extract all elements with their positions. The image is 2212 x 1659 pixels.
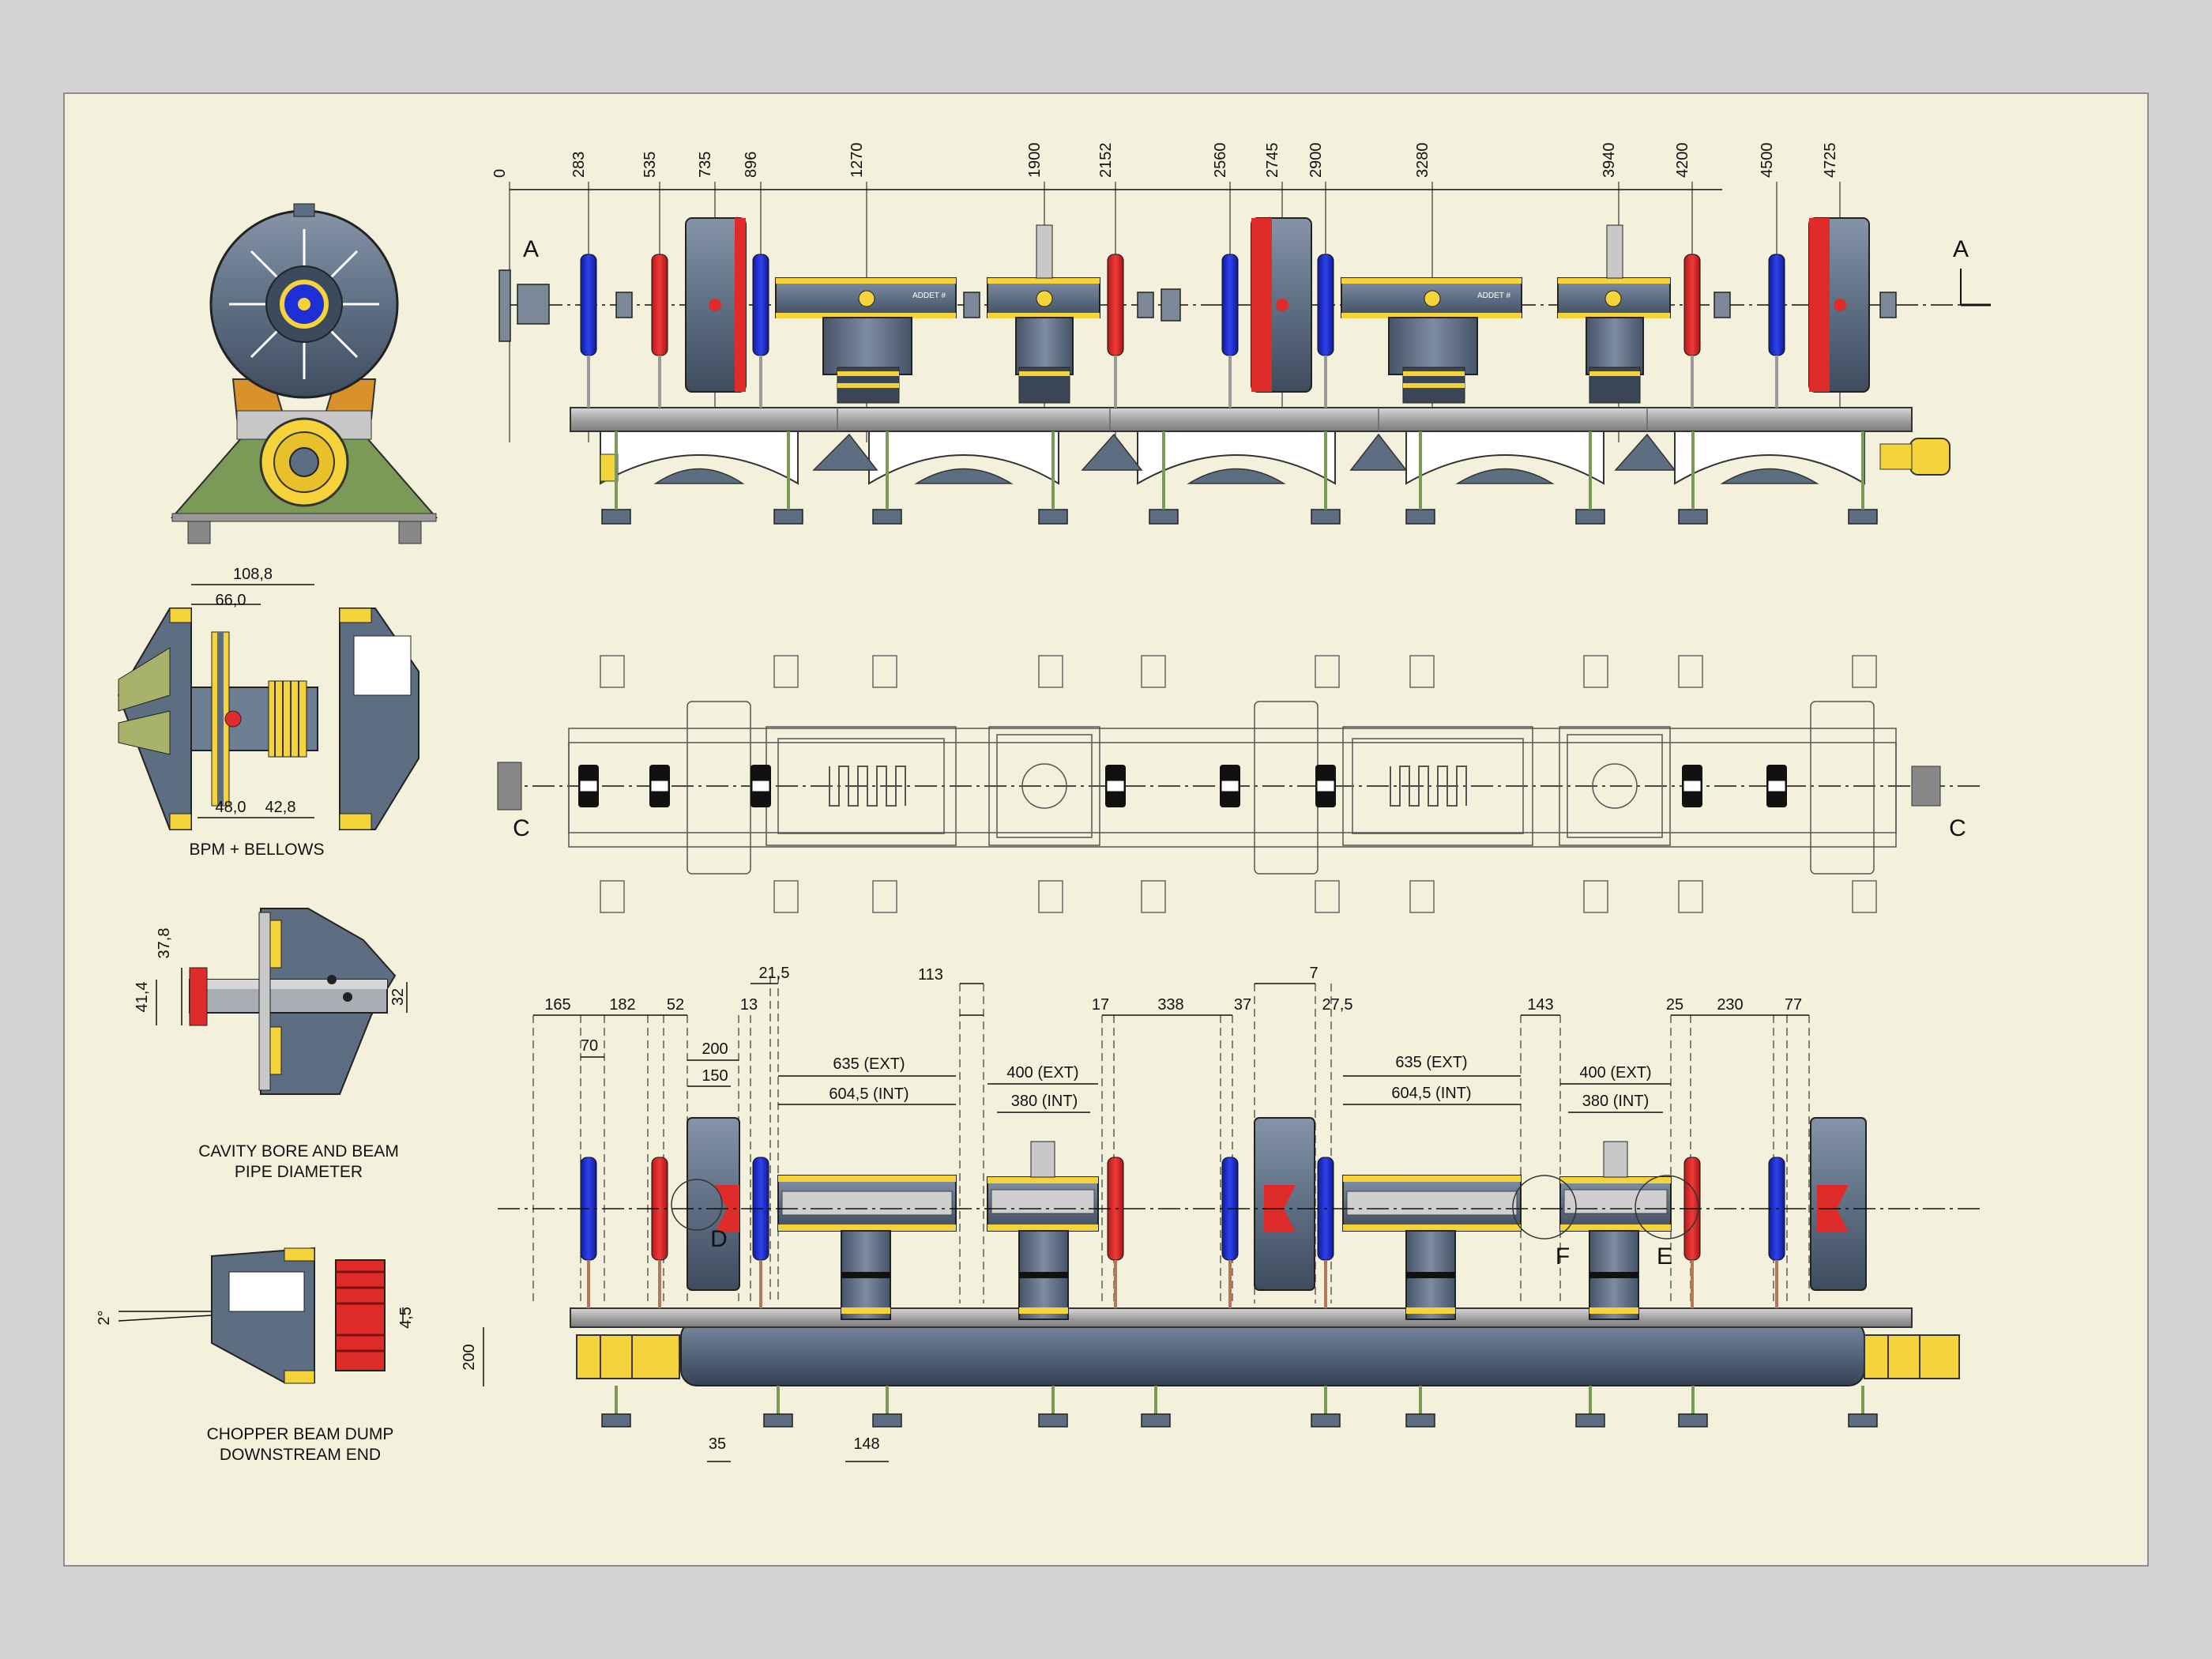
dim-143: 143 — [1527, 996, 1553, 1014]
dim-70: 70 — [581, 1037, 598, 1055]
dim-ext-2: 400 (EXT) — [1006, 1064, 1078, 1082]
bore-caption-2: PIPE DIAMETER — [235, 1163, 363, 1181]
top-dim-1270: 1270 — [848, 143, 866, 179]
cut-label-d: D — [710, 1226, 728, 1252]
chopper-label: ADDET # — [1477, 292, 1510, 300]
dim-13: 13 — [740, 996, 758, 1014]
top-dim-896: 896 — [743, 152, 760, 178]
top-dim-4500: 4500 — [1759, 143, 1776, 179]
chopper-block: ADDET # — [1341, 277, 1522, 404]
cut-label-c-right: C — [1949, 815, 1966, 841]
top-dim-1900: 1900 — [1026, 143, 1044, 179]
top-dim-283: 283 — [570, 152, 588, 178]
end-view-detail — [170, 203, 438, 544]
cavity — [1808, 217, 1870, 393]
dim-17: 17 — [1092, 996, 1109, 1014]
bpm-caption: BPM + BELLOWS — [190, 841, 325, 859]
cut-label-e: E — [1657, 1243, 1672, 1270]
diagnostic-box — [1557, 224, 1671, 404]
cut-label-a-left: A — [523, 236, 539, 262]
dim-182: 182 — [609, 996, 635, 1014]
dim-angle: 2° — [96, 1310, 113, 1325]
cut-label-c-left: C — [513, 815, 530, 841]
cavity-bore-detail: 37,8 41,4 32 CAVITY BORE AND BEAM PIPE D… — [134, 908, 408, 1181]
top-dim-735: 735 — [697, 152, 714, 178]
dim-7: 7 — [1309, 965, 1318, 982]
cut-label-f: F — [1556, 1243, 1570, 1270]
dim-4-5: 4,5 — [397, 1307, 415, 1329]
dim-77: 77 — [1785, 996, 1802, 1014]
dim-int-4: 380 (INT) — [1582, 1093, 1649, 1110]
dim-150: 150 — [702, 1067, 728, 1085]
dim-66: 66,0 — [216, 592, 246, 609]
top-dim-2560: 2560 — [1212, 143, 1229, 179]
dim-200v: 200 — [461, 1344, 478, 1370]
cut-label-a-right: A — [1953, 236, 1969, 262]
dim-37b: 37 — [1234, 996, 1251, 1014]
top-dim-0: 0 — [491, 169, 509, 178]
cavity — [1251, 217, 1312, 393]
dim-ext-1: 635 (EXT) — [833, 1055, 905, 1073]
top-dimension-labels: 0 283 535 735 896 1270 1900 2152 2560 2745 2900 328… — [491, 143, 1839, 179]
dim-ext-3: 635 (EXT) — [1395, 1054, 1467, 1071]
dim-37: 37,8 — [156, 928, 173, 959]
cavity — [685, 217, 747, 393]
dim-32: 32 — [389, 988, 407, 1006]
top-dim-3940: 3940 — [1601, 143, 1618, 179]
top-dim-2900: 2900 — [1307, 143, 1325, 179]
dump-caption-2: DOWNSTREAM END — [220, 1446, 381, 1464]
dim-338: 338 — [1157, 996, 1183, 1014]
dim-230: 230 — [1717, 996, 1743, 1014]
plan-view: C C — [497, 655, 1983, 913]
top-dim-2152: 2152 — [1097, 143, 1115, 179]
dim-148: 148 — [853, 1435, 879, 1453]
chopper-dump-detail: 2° 4,5 CHOPPER BEAM DUMP DOWNSTREAM END — [96, 1247, 415, 1464]
dim-48: 48,0 — [216, 799, 246, 816]
section-view: D F E 165 182 52 13 21,5 113 17 338 37 7… — [461, 965, 1983, 1462]
top-elevation-view: ADDET # ADDET # — [491, 143, 1991, 525]
dim-200: 200 — [702, 1040, 728, 1058]
top-dim-535: 535 — [641, 152, 659, 178]
dim-41: 41,4 — [134, 982, 151, 1013]
bore-caption-1: CAVITY BORE AND BEAM — [198, 1142, 399, 1161]
dim-165: 165 — [544, 996, 570, 1014]
top-dim-4200: 4200 — [1674, 143, 1691, 179]
dim-108: 108,8 — [233, 566, 273, 583]
dim-int-1: 604,5 (INT) — [829, 1085, 908, 1103]
dim-int-2: 380 (INT) — [1011, 1093, 1078, 1110]
dim-25: 25 — [1666, 996, 1683, 1014]
quadrupoles-top — [580, 254, 1785, 408]
dim-27-5: 27,5 — [1322, 996, 1353, 1014]
dim-ext-4: 400 (EXT) — [1579, 1064, 1651, 1082]
dim-35: 35 — [709, 1435, 726, 1453]
bpm-bellows-detail: 108,8 66,0 48,0 42,8 BPM + BELLOWS — [117, 566, 419, 859]
chopper-label: ADDET # — [912, 292, 946, 300]
top-dim-3280: 3280 — [1414, 143, 1431, 179]
chopper-block: ADDET # — [775, 277, 957, 404]
dim-21-5: 21,5 — [759, 965, 790, 982]
dim-113: 113 — [918, 966, 943, 984]
dim-int-3: 604,5 (INT) — [1391, 1085, 1471, 1102]
diagnostic-box — [987, 224, 1100, 404]
dump-caption-1: CHOPPER BEAM DUMP — [207, 1425, 394, 1443]
top-dim-4725: 4725 — [1822, 143, 1839, 179]
dim-42: 42,8 — [265, 799, 296, 816]
top-dim-2745: 2745 — [1264, 143, 1281, 179]
dim-52: 52 — [667, 996, 684, 1014]
